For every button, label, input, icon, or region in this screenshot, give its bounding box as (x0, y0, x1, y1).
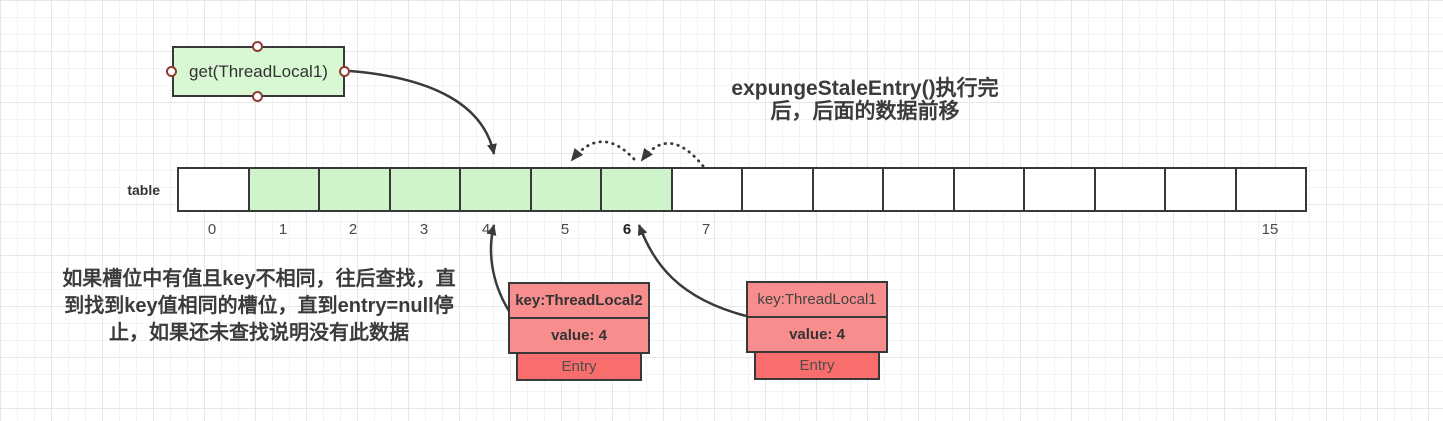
entry-box-threadlocal2[interactable]: key:ThreadLocal2 value: 4 Entry (508, 282, 650, 381)
get-threadlocal1-label: get(ThreadLocal1) (189, 61, 328, 81)
table-cell-8[interactable] (741, 169, 812, 210)
selection-handle-left[interactable] (166, 66, 177, 77)
table-cell-15[interactable] (1234, 169, 1305, 210)
heading-text[interactable]: expungeStaleEntry()执行完 后，后面的数据前移 (700, 77, 1030, 123)
note-text[interactable]: 如果槽位中有值且key不相同，往后查找，直 到找到key值相同的槽位，直到ent… (34, 266, 484, 347)
get-threadlocal1-shape[interactable]: get(ThreadLocal1) (172, 46, 345, 97)
index-label-1: 1 (278, 221, 288, 238)
table-cell-4[interactable] (459, 169, 530, 210)
arrow-get-to-slot4[interactable] (349, 69, 497, 155)
index-label-6: 6 (622, 221, 632, 238)
index-label-0: 0 (207, 221, 217, 238)
index-label-7: 7 (701, 221, 711, 238)
entry2-tab[interactable]: Entry (516, 352, 642, 381)
heading-line1: expungeStaleEntry()执行完 (731, 77, 999, 100)
index-label-3: 3 (419, 221, 429, 238)
entry1-tab[interactable]: Entry (754, 351, 880, 380)
table-cell-7[interactable] (670, 169, 741, 210)
arrow-move-7-to-6[interactable] (640, 142, 705, 168)
table-cell-5[interactable] (529, 169, 600, 210)
note-line3: 止，如果还未查找说明没有此数据 (109, 322, 409, 344)
index-label-5: 5 (560, 221, 570, 238)
table-cell-2[interactable] (318, 169, 389, 210)
table-label: table (127, 182, 160, 198)
table-cell-10[interactable] (882, 169, 953, 210)
index-label-2: 2 (348, 221, 358, 238)
table-cell-13[interactable] (1093, 169, 1164, 210)
table-cell-0[interactable] (179, 169, 248, 210)
entry1-key-row[interactable]: key:ThreadLocal1 (746, 281, 888, 318)
entry-box-threadlocal1[interactable]: key:ThreadLocal1 value: 4 Entry (746, 281, 888, 380)
table-cell-11[interactable] (952, 169, 1023, 210)
entry2-value-row[interactable]: value: 4 (508, 317, 650, 354)
table-cell-9[interactable] (811, 169, 882, 210)
arrow-entry1-to-slot6[interactable] (637, 224, 747, 318)
index-label-15: 15 (1261, 221, 1279, 238)
table-array[interactable] (177, 167, 1307, 212)
arrow-move-6-to-5[interactable] (570, 140, 636, 162)
entry2-key-row[interactable]: key:ThreadLocal2 (508, 282, 650, 319)
selection-handle-top[interactable] (252, 41, 263, 52)
table-cell-1[interactable] (247, 169, 318, 210)
heading-line2: 后，后面的数据前移 (770, 100, 960, 123)
table-cell-14[interactable] (1164, 169, 1235, 210)
selection-handle-bottom[interactable] (252, 91, 263, 102)
table-cell-3[interactable] (388, 169, 459, 210)
note-line2: 到找到key值相同的槽位，直到entry=null停 (64, 295, 454, 317)
index-label-4: 4 (481, 221, 491, 238)
note-line1: 如果槽位中有值且key不相同，往后查找，直 (62, 268, 456, 290)
selection-handle-right[interactable] (339, 66, 350, 77)
table-cell-6[interactable] (600, 169, 671, 210)
table-cell-12[interactable] (1023, 169, 1094, 210)
entry1-value-row[interactable]: value: 4 (746, 316, 888, 353)
